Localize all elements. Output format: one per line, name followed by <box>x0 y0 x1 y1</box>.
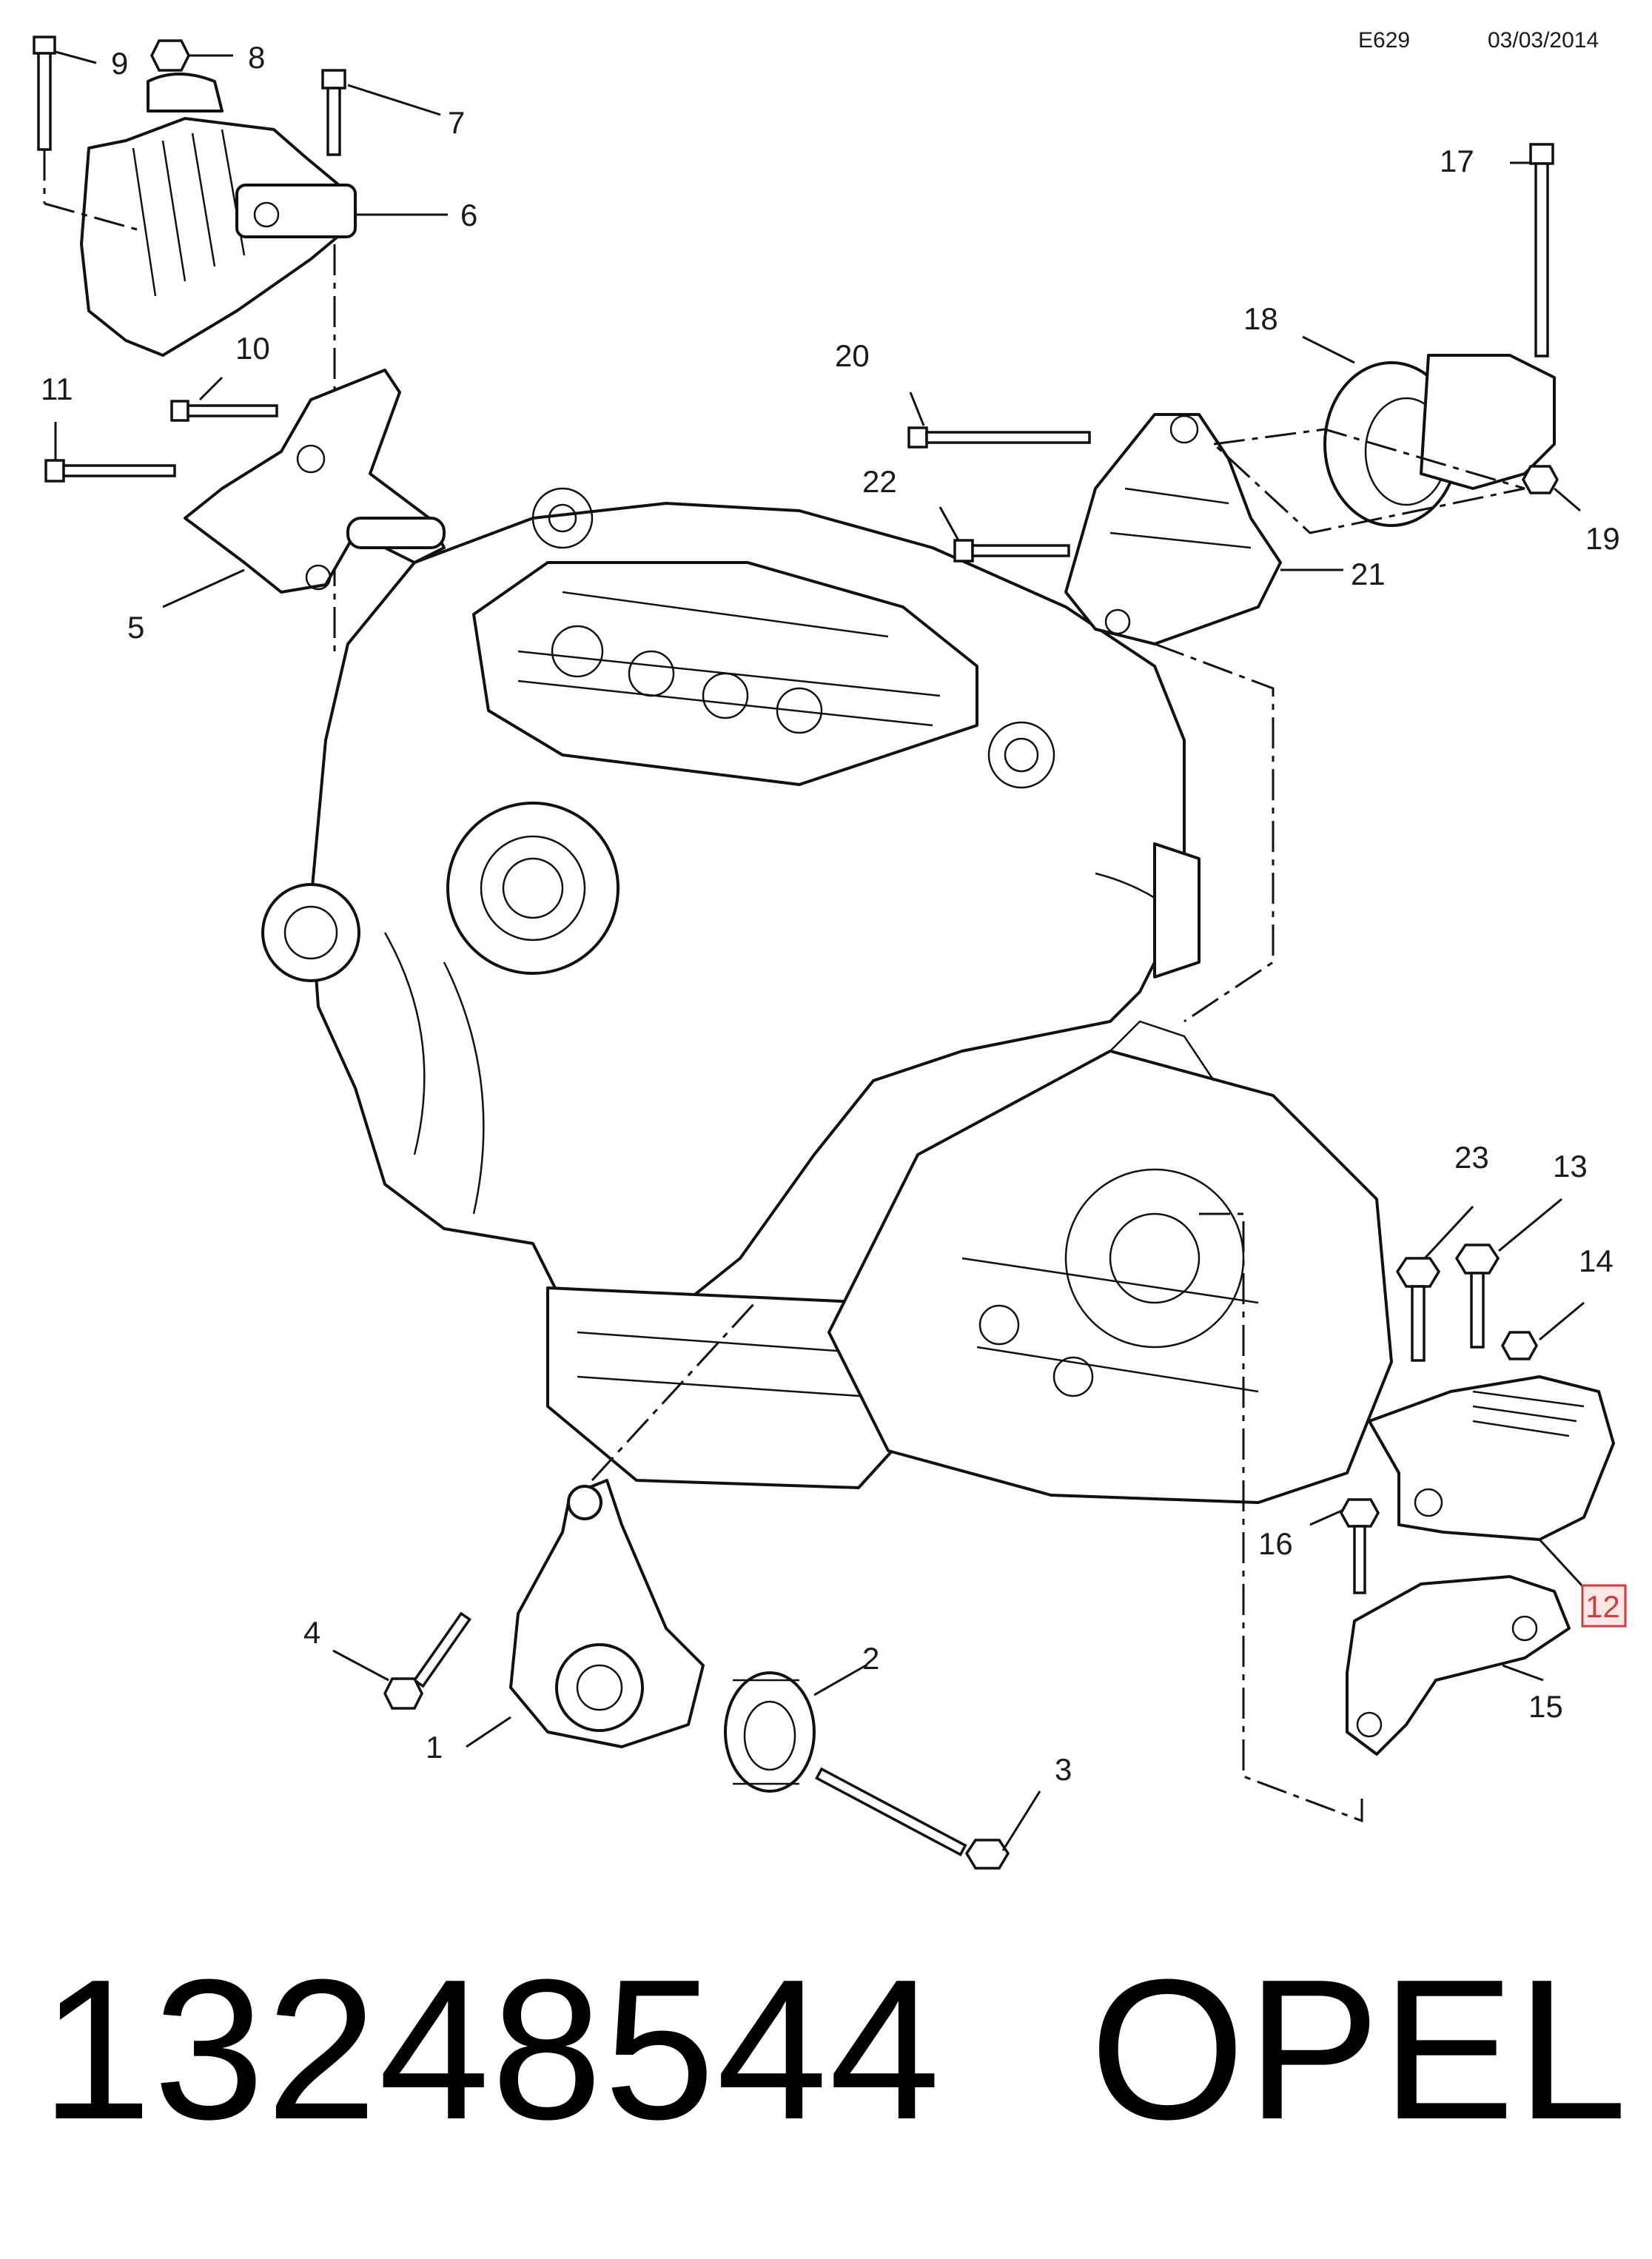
bolt-4 <box>383 1611 471 1710</box>
callout-18: 18 <box>1243 301 1278 336</box>
nut-19 <box>1521 465 1559 494</box>
part-number: 13248544 <box>41 1939 942 2161</box>
callout-5: 5 <box>127 610 144 645</box>
callout-9: 9 <box>111 46 128 81</box>
callout-23: 23 <box>1454 1140 1489 1175</box>
callout-8: 8 <box>248 40 265 75</box>
bolt-9 <box>33 36 56 151</box>
brand-name: OPEL <box>1089 1939 1629 2161</box>
bushing-2 <box>724 1671 816 1793</box>
diagram-date: 03/03/2014 <box>1488 28 1599 53</box>
callout-13: 13 <box>1553 1149 1588 1184</box>
bolt-7 <box>321 69 346 156</box>
callout-16: 16 <box>1258 1526 1293 1561</box>
nut-8 <box>150 39 190 72</box>
callout-11: 11 <box>41 372 73 406</box>
callout-labels: 9 8 7 6 10 11 5 20 22 18 17 19 21 23 13 … <box>41 40 1627 1787</box>
diagram-code: E629 <box>1358 28 1411 53</box>
mount-12 <box>1368 1375 1615 1541</box>
callout-15: 15 <box>1528 1689 1563 1724</box>
bolt-10 <box>170 400 278 422</box>
callout-7: 7 <box>448 105 465 140</box>
callout-4: 4 <box>303 1615 320 1650</box>
callout-22: 22 <box>862 464 897 499</box>
callout-1: 1 <box>426 1730 443 1765</box>
callout-12-box <box>1581 1584 1627 1628</box>
callout-17: 17 <box>1440 144 1474 178</box>
bolt-16 <box>1339 1498 1380 1594</box>
callout-6: 6 <box>460 198 477 232</box>
mount-18 <box>1323 354 1556 527</box>
bracket-5 <box>184 369 446 594</box>
upper-mount-bracket <box>80 73 357 357</box>
callout-14: 14 <box>1579 1243 1614 1278</box>
nut-14 <box>1500 1331 1539 1360</box>
bolt-22 <box>953 539 1070 563</box>
callout-12: 12 <box>1585 1589 1620 1624</box>
bolt-17 <box>1529 143 1554 358</box>
bolt-3 <box>815 1767 1010 1870</box>
torque-rod-1 <box>509 1479 705 1748</box>
bolt-20 <box>907 426 1091 449</box>
callout-20: 20 <box>835 338 870 373</box>
bolt-13 <box>1454 1243 1500 1349</box>
callout-10: 10 <box>235 331 270 366</box>
engine-mount-diagram: 9 8 7 6 10 11 5 20 22 18 17 19 21 23 13 … <box>33 36 1627 1870</box>
bolt-23 <box>1395 1257 1441 1362</box>
bracket-15 <box>1346 1575 1571 1756</box>
engine-assembly <box>261 487 1393 1504</box>
callout-19: 19 <box>1585 521 1620 556</box>
callout-21: 21 <box>1351 557 1386 591</box>
mount-bracket-21 <box>1064 413 1282 645</box>
bolt-11 <box>44 459 176 483</box>
leader-lines <box>54 50 1585 1851</box>
callout-3: 3 <box>1055 1752 1072 1787</box>
callout-2: 2 <box>862 1641 879 1676</box>
